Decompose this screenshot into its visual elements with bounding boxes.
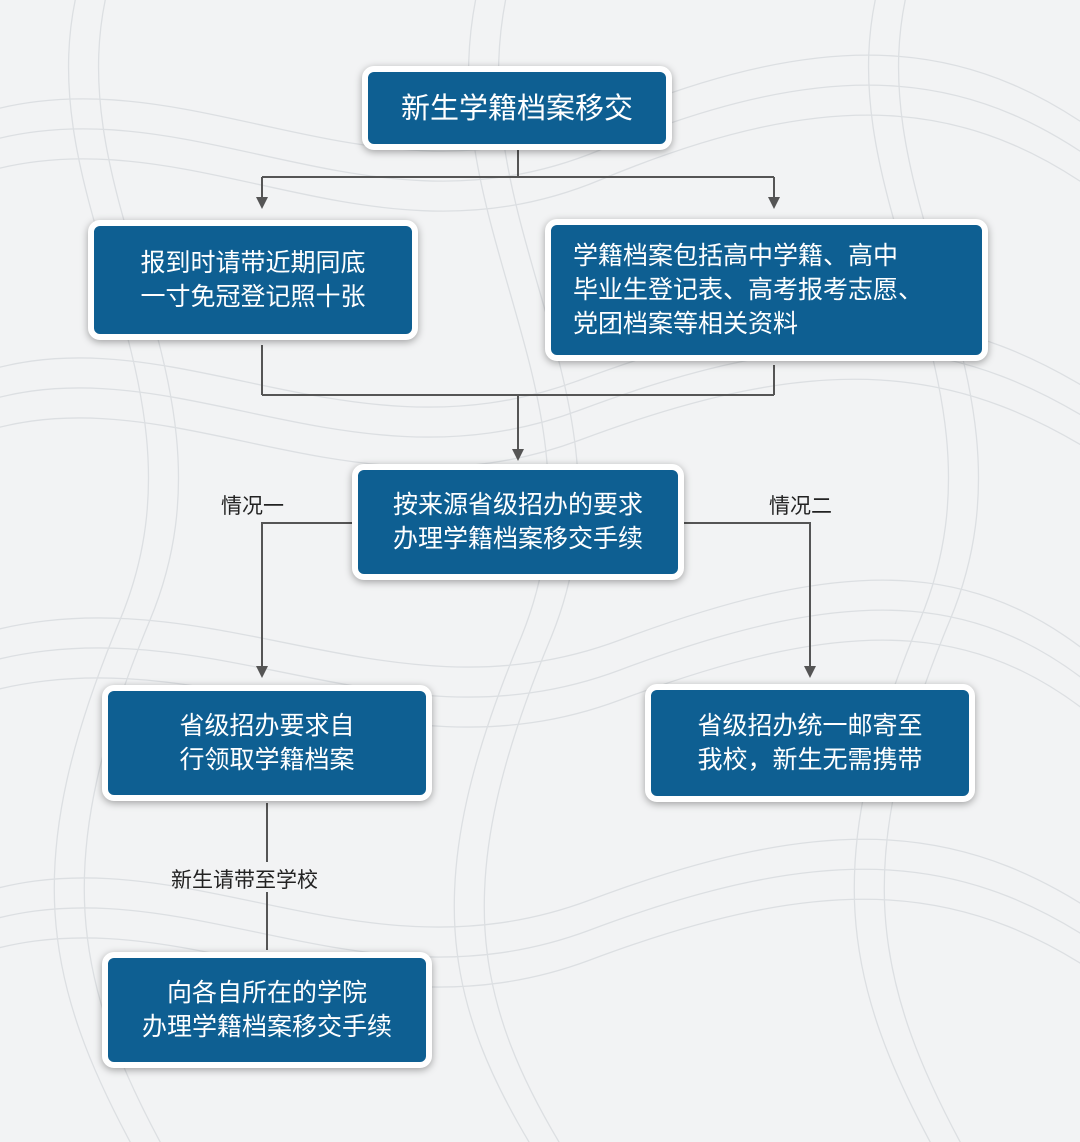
node-self-pickup-line-2: 行领取学籍档案 (179, 745, 355, 774)
node-handle-line-1: 按来源省级招办的要求 (392, 490, 643, 519)
node-college-line-1: 向各自所在的学院 (166, 978, 367, 1007)
edge-label-bring-to-school: 新生请带至学校 (171, 868, 318, 892)
connector-case-one (256, 522, 352, 678)
node-start: 新生学籍档案移交 (362, 66, 672, 150)
node-handle-line-2: 办理学籍档案移交手续 (392, 524, 643, 553)
node-archive-contents-line-2: 毕业生登记表、高考报考志愿、 (573, 275, 924, 304)
node-handle: 按来源省级招办的要求 办理学籍档案移交手续 (352, 464, 684, 580)
node-archive-contents: 学籍档案包括高中学籍、高中 毕业生登记表、高考报考志愿、 党团档案等相关资料 (545, 219, 988, 361)
connector-case-two (684, 522, 816, 678)
node-mailed-line-1: 省级招办统一邮寄至 (697, 711, 923, 740)
edge-label-case-two: 情况二 (769, 494, 832, 518)
edge-label-case-one: 情况一 (221, 494, 284, 518)
node-start-line-1: 新生学籍档案移交 (400, 91, 633, 125)
node-photos: 报到时请带近期同底 一寸免冠登记照十张 (88, 220, 418, 340)
node-archive-contents-line-1: 学籍档案包括高中学籍、高中 (573, 241, 899, 270)
node-mailed-line-2: 我校，新生无需携带 (697, 745, 923, 774)
node-self-pickup-line-1: 省级招办要求自 (179, 711, 355, 740)
node-photos-line-1: 报到时请带近期同底 (140, 248, 366, 277)
node-self-pickup: 省级招办要求自 行领取学籍档案 (102, 685, 432, 801)
node-archive-contents-line-3: 党团档案等相关资料 (573, 309, 799, 338)
node-college-line-2: 办理学籍档案移交手续 (141, 1012, 392, 1041)
node-mailed: 省级招办统一邮寄至 我校，新生无需携带 (645, 684, 975, 802)
node-college: 向各自所在的学院 办理学籍档案移交手续 (102, 952, 432, 1068)
node-photos-line-2: 一寸免冠登记照十张 (140, 282, 366, 311)
